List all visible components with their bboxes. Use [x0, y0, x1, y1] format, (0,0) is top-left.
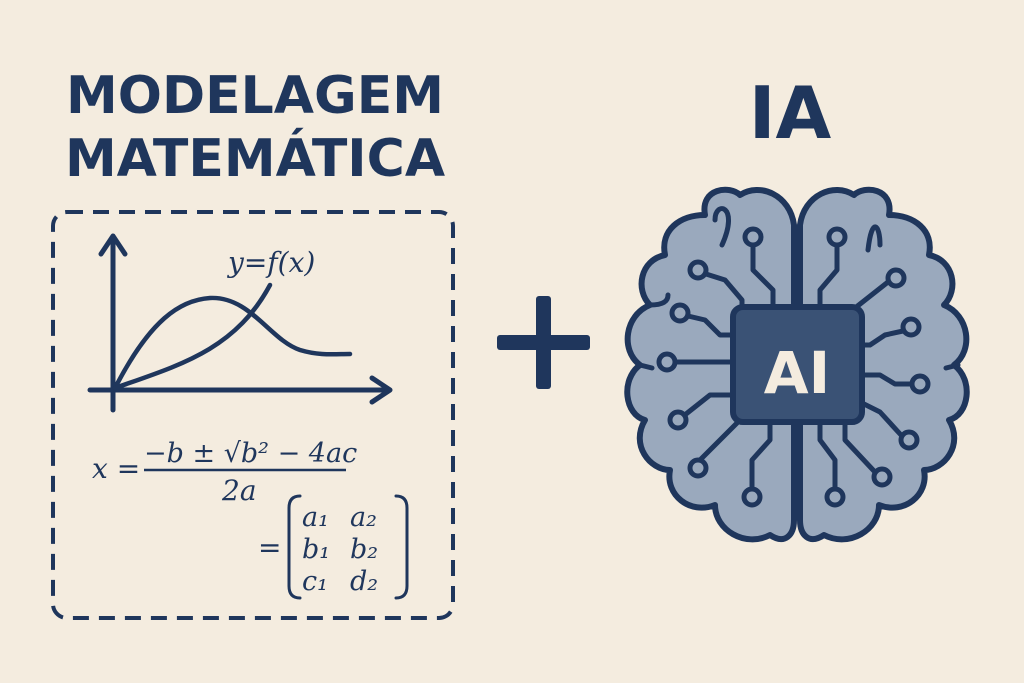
graph-label: y=f(x) — [226, 246, 315, 279]
matrix-cell: d₂ — [350, 566, 378, 597]
matrix-cell: c₁ — [302, 566, 328, 597]
title-matematica: MATEMÁTICA — [65, 128, 445, 189]
x-axis-arrow-icon — [369, 375, 393, 405]
formula-lhs: x = — [92, 452, 140, 485]
function-graph: y=f(x) — [87, 233, 393, 413]
plus-icon — [497, 296, 590, 389]
matrix-cell: b₂ — [350, 534, 378, 565]
matrix-cell: a₁ — [302, 502, 329, 533]
brain-icon: AI — [624, 186, 970, 543]
matrix-cell: b₁ — [302, 534, 330, 565]
curve-rising — [112, 282, 273, 391]
title-ia: IA — [749, 71, 832, 155]
matrix: = a₁ a₂ b₁ b₂ c₁ d₂ — [258, 494, 409, 600]
curve-hump — [112, 295, 353, 391]
title-modelagem: MODELAGEM — [66, 66, 444, 126]
ai-chip — [730, 304, 865, 425]
formula-denominator: 2a — [221, 474, 257, 507]
dashed-frame — [51, 210, 455, 620]
chip-label: AI — [764, 339, 830, 407]
matrix-equals: = — [258, 531, 281, 564]
matrix-cell: a₂ — [350, 502, 377, 533]
matrix-right-bracket — [394, 494, 409, 600]
quadratic-formula: x = −b ± √b² − 4ac 2a — [92, 438, 357, 507]
formula-numerator: −b ± √b² − 4ac — [144, 438, 357, 469]
matrix-left-bracket — [287, 494, 302, 600]
y-axis-arrow-icon — [98, 233, 128, 257]
